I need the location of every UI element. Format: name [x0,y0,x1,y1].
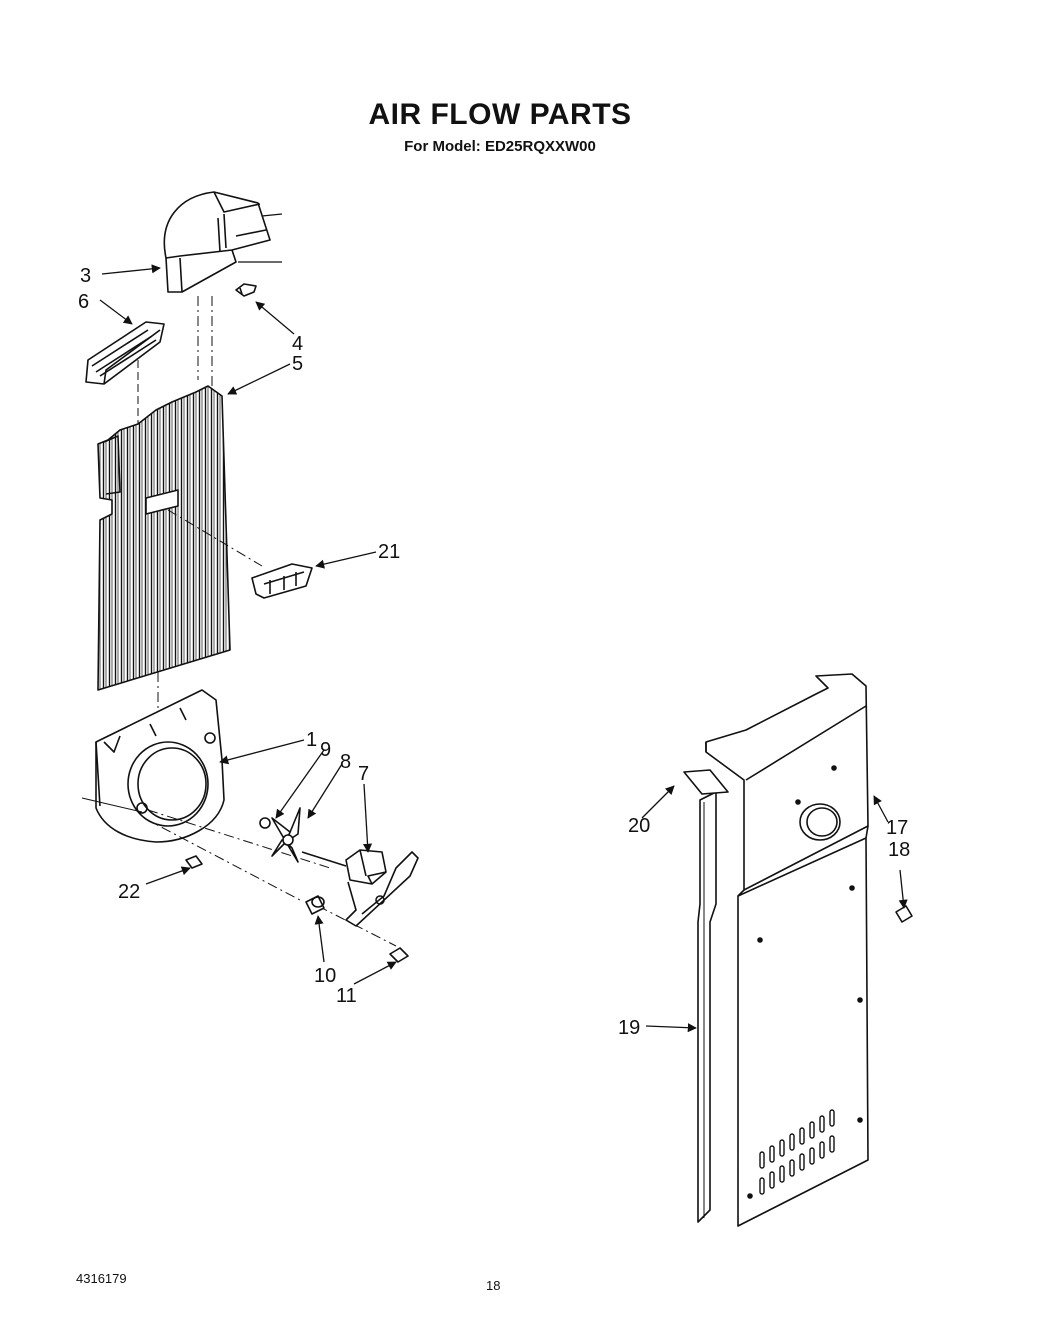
screw-part-11 [389,947,409,963]
seal-strip-part-19 [697,791,717,1223]
page-number: 18 [486,1278,501,1293]
callout-6: 6 [78,291,89,313]
screw-part-22 [185,855,203,869]
spacer-part-10 [305,895,325,915]
callout-1: 1 [306,729,317,751]
callout-21: 21 [378,541,400,563]
fan-motor-part-7 [301,849,419,927]
callout-20: 20 [628,815,650,837]
callout-9: 9 [320,739,331,761]
document-part-number: 4316179 [76,1271,127,1286]
screw-part-18 [895,905,913,923]
back-panel-part-17 [705,673,869,891]
callout-18: 18 [888,839,910,861]
screw-part-4 [235,283,257,297]
callout-10: 10 [314,965,336,987]
callout-7: 7 [358,763,369,785]
duct-cover-part-3 [163,191,283,293]
callout-3: 3 [80,265,91,287]
model-subtitle: For Model: ED25RQXXW00 [404,138,596,155]
page-title: AIR FLOW PARTS [368,98,632,131]
callout-17: 17 [886,817,908,839]
callout-labels: 3 6 4 5 21 1 9 8 7 22 10 11 20 17 18 19 [78,265,910,1039]
fan-clip-part-9 [259,817,271,829]
callout-22: 22 [118,881,140,903]
callout-8: 8 [340,751,351,773]
callout-4: 4 [292,333,303,355]
clip-part-21 [251,563,313,599]
callout-11: 11 [336,985,357,1007]
grille-part-6 [85,321,165,385]
gasket-part-20 [683,769,729,795]
back-panel-lower [737,825,869,1227]
callout-5: 5 [292,353,303,375]
evaporator-cover-part-5 [97,385,231,691]
fan-blade-part-8 [271,807,301,863]
fan-shroud-part-1 [95,689,225,843]
leader-lines [99,264,908,1033]
callout-19: 19 [618,1017,640,1039]
